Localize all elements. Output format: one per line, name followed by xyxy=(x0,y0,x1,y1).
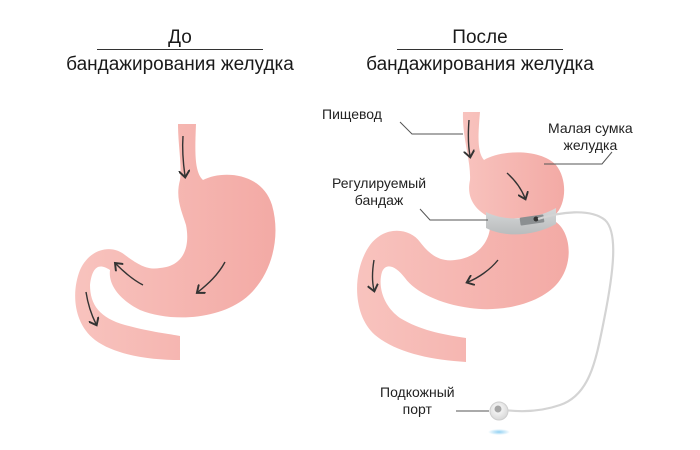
flow-arrow-icon xyxy=(183,135,185,176)
after-underline xyxy=(397,49,563,50)
before-subtitle: бандажирования желудка xyxy=(66,54,294,75)
lower-stomach xyxy=(357,222,569,362)
before-title: До xyxy=(168,27,192,48)
flow-arrow-icon xyxy=(468,119,470,156)
pouch-leader xyxy=(544,151,613,165)
band-connector xyxy=(519,214,545,226)
port-tube xyxy=(503,211,615,413)
esophagus-leader xyxy=(399,121,463,135)
esophagus-label: Пищевод xyxy=(322,106,382,122)
flow-arrow-icon xyxy=(198,261,226,292)
flow-arrow-icon xyxy=(468,259,499,282)
flow-arrow-icon xyxy=(373,259,375,290)
after-heading: После бандажирования желудка xyxy=(330,27,630,76)
port-label: Подкожный порт xyxy=(380,384,455,417)
before-heading: До бандажирования желудка xyxy=(40,27,320,76)
before-underline xyxy=(97,49,263,50)
band-leader xyxy=(419,208,488,221)
flow-arrow-icon xyxy=(506,172,525,198)
small-pouch-label: Малая сумка желудка xyxy=(548,120,633,153)
after-subtitle: бандажирования желудка xyxy=(366,54,594,75)
stomach-before xyxy=(75,124,276,360)
small-pouch xyxy=(462,112,565,220)
after-title: После xyxy=(452,27,508,48)
stomach-after xyxy=(357,112,615,435)
flow-arrow-icon xyxy=(85,291,96,324)
flow-arrow-icon xyxy=(116,264,144,286)
band-label: Регулируемый бандаж xyxy=(332,175,427,208)
port-glow xyxy=(488,429,510,435)
